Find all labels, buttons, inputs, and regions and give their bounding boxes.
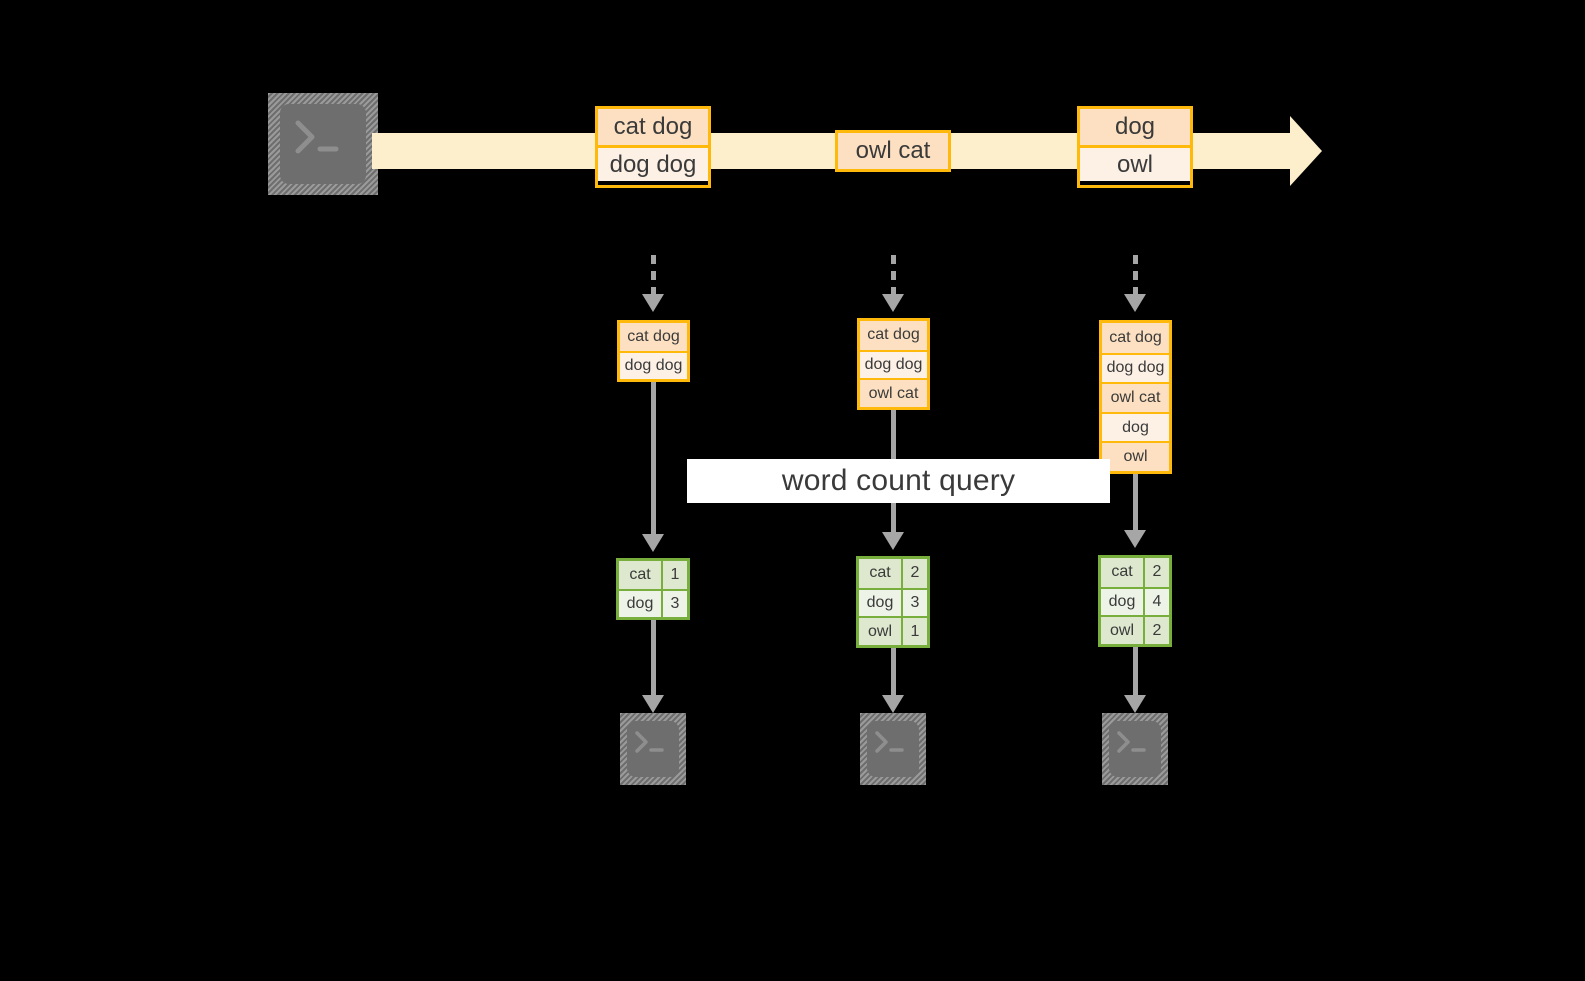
result-count: 1 — [663, 561, 687, 589]
result-row: dog 3 — [859, 587, 927, 617]
result-word: dog — [859, 589, 903, 617]
result-count: 2 — [1145, 617, 1169, 645]
sink-terminal-icon — [620, 713, 686, 785]
query-flow-arrowhead-icon — [1124, 530, 1146, 548]
query-label: word count query — [687, 459, 1110, 503]
snapshot-record-line: dog — [1102, 411, 1169, 442]
terminal-prompt-icon — [295, 120, 339, 154]
snapshot-records: cat dog dog dog — [617, 320, 690, 382]
snapshot-record-line: dog dog — [860, 349, 927, 379]
result-word: owl — [859, 618, 903, 646]
query-flow-line — [651, 382, 656, 534]
stream-record: dog owl — [1077, 106, 1193, 188]
query-flow-arrowhead-icon — [642, 534, 664, 552]
snapshot-input-dashed-line — [891, 255, 896, 294]
result-output-arrowhead-icon — [1124, 695, 1146, 713]
result-word: owl — [1101, 617, 1145, 645]
snapshot-records: cat dog dog dog owl cat — [857, 318, 930, 410]
stream-record: cat dog dog dog — [595, 106, 711, 188]
stream-record-line: owl cat — [838, 133, 948, 169]
result-row: dog 4 — [1101, 586, 1169, 616]
terminal-prompt-icon — [1117, 731, 1146, 753]
result-word: cat — [859, 559, 903, 588]
result-row: dog 3 — [619, 588, 687, 617]
terminal-prompt-icon — [875, 731, 904, 753]
snapshot-record-line: dog dog — [1102, 352, 1169, 383]
snapshot-input-arrowhead-icon — [1124, 294, 1146, 312]
result-output-line — [651, 620, 656, 695]
result-count: 1 — [903, 618, 927, 646]
stream-arrowhead-icon — [1290, 116, 1322, 186]
stream-record-line: owl — [1080, 145, 1190, 181]
snapshot-input-dashed-line — [651, 255, 656, 294]
query-flow-line — [1133, 474, 1138, 530]
snapshot-record-line: cat dog — [620, 323, 687, 351]
result-output-line — [891, 648, 896, 695]
result-row: owl 2 — [1101, 615, 1169, 645]
result-word: dog — [619, 590, 663, 617]
snapshot-record-line: cat dog — [860, 321, 927, 350]
result-count: 2 — [903, 559, 927, 588]
sink-terminal-icon — [860, 713, 926, 785]
snapshot-input-dashed-line — [1133, 255, 1138, 294]
terminal-screen — [280, 104, 366, 184]
snapshot-record-line: owl cat — [1102, 382, 1169, 412]
result-table: cat 2 dog 3 owl 1 — [856, 556, 930, 648]
result-row: cat 1 — [619, 561, 687, 589]
snapshot-record-line: owl — [1102, 441, 1169, 472]
result-table: cat 2 dog 4 owl 2 — [1098, 555, 1172, 647]
result-row: owl 1 — [859, 616, 927, 646]
result-row: cat 2 — [1101, 558, 1169, 587]
stream-record-line: dog — [1080, 109, 1190, 145]
result-count: 3 — [903, 589, 927, 617]
snapshot-record-line: owl cat — [860, 378, 927, 408]
snapshot-record-line: dog dog — [620, 350, 687, 379]
result-output-arrowhead-icon — [642, 695, 664, 713]
result-count: 3 — [663, 590, 687, 617]
snapshot-input-arrowhead-icon — [642, 294, 664, 312]
stream-record-line: dog dog — [598, 145, 708, 181]
stream-record-line: cat dog — [598, 109, 708, 145]
query-flow-arrowhead-icon — [882, 532, 904, 550]
sink-terminal-icon — [1102, 713, 1168, 785]
result-word: cat — [1101, 558, 1145, 587]
result-count: 2 — [1145, 558, 1169, 587]
result-row: cat 2 — [859, 559, 927, 588]
snapshot-records: cat dog dog dog owl cat dog owl — [1099, 320, 1172, 474]
result-word: cat — [619, 561, 663, 589]
snapshot-input-arrowhead-icon — [882, 294, 904, 312]
result-output-arrowhead-icon — [882, 695, 904, 713]
result-output-line — [1133, 647, 1138, 695]
terminal-prompt-icon — [635, 731, 664, 753]
result-word: dog — [1101, 588, 1145, 616]
result-count: 4 — [1145, 588, 1169, 616]
result-table: cat 1 dog 3 — [616, 558, 690, 620]
stream-record: owl cat — [835, 130, 951, 172]
snapshot-record-line: cat dog — [1102, 323, 1169, 353]
source-terminal-icon — [268, 93, 378, 195]
